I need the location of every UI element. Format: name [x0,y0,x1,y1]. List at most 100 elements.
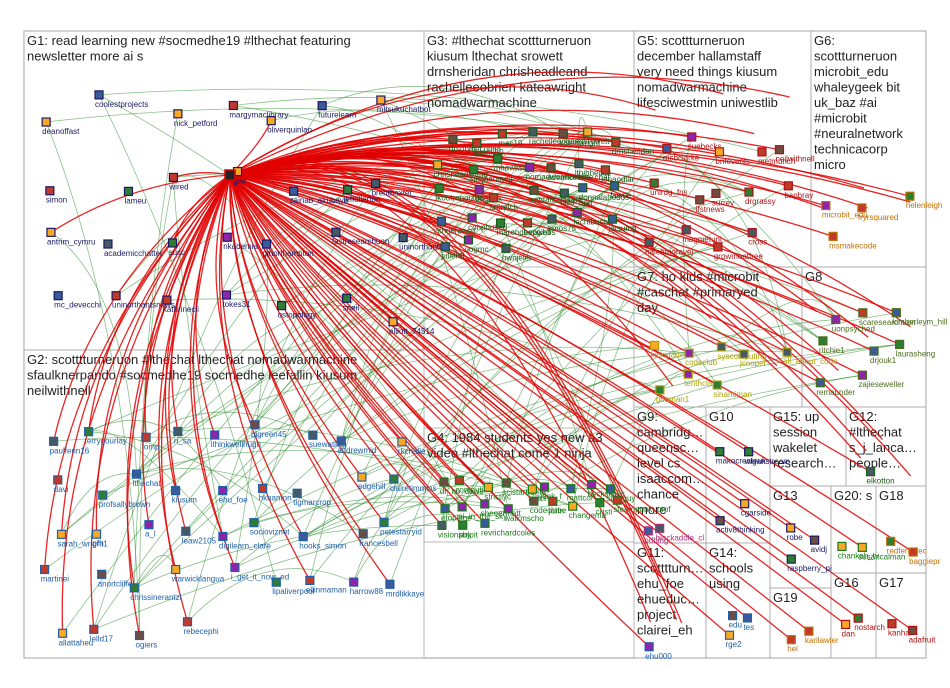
node-martinei[interactable]: martinei [41,566,70,584]
node-terrygourlay[interactable]: terrygourlay [85,428,127,446]
node-a-l[interactable]: a_l [145,521,156,539]
node-drjouk1[interactable]: drjouk1 [870,347,897,365]
node-margymaclibrary[interactable]: margymaclibrary [229,101,288,119]
node-edu[interactable]: edu [729,612,742,630]
node-ellinmaman[interactable]: ellinmaman [306,576,347,594]
node-tes[interactable]: tes [743,614,754,632]
node-petestarryid[interactable]: petestarryid [380,518,422,536]
node-surrey[interactable]: surrey [712,189,734,207]
node-remaunder[interactable]: remaunder [816,379,855,397]
node-cgarside[interactable]: cgarside [741,500,772,518]
node-fechtbuch[interactable]: fechtbuch [573,209,608,227]
node-gbaman1[interactable]: gbaman1 [656,386,690,404]
group-panel-g15: G15: upsessionwakeletresearch… [770,407,846,486]
node-academicchatter[interactable]: academicchatter [104,240,163,258]
node-kathrinecli[interactable]: kathrinecli [163,296,199,314]
node-cross[interactable]: cross [748,229,767,247]
node-avatar [437,217,445,225]
group-title-line: chance [637,487,679,502]
node-futurelearn[interactable]: futurelearn [318,102,356,120]
hub-node[interactable] [225,170,235,180]
node-avatar [740,350,748,358]
node-dan[interactable]: dan [842,620,855,638]
node-rebecephi[interactable]: rebecephi [184,618,219,636]
node-davi[interactable]: davi [54,476,69,494]
node-ritchie1[interactable]: ritchie1 [819,337,845,355]
node-socioviznet[interactable]: socioviznet [250,519,290,537]
node-sinantiman[interactable]: sinantiman [713,381,752,399]
node-edgehill[interactable]: edgehill [358,473,386,491]
node-label: a_l [145,530,156,539]
node-kimberleym-hill[interactable]: kimberleym_hill [892,309,947,327]
node-label: deanoffast [42,127,80,136]
node-label: lawrie [610,191,631,200]
node-tenthclan[interactable]: tenthclan [684,370,716,388]
node-magmetuni[interactable]: magmetuni [682,226,722,244]
node-robe[interactable]: robe [787,524,804,542]
node-lenaodlar[interactable]: lenaodlar [601,166,634,184]
node-elliott-74514[interactable]: elliott_74514 [389,318,435,336]
node-jetsumg[interactable]: jetsumg [607,215,636,233]
node-avidj[interactable]: avidj [811,536,828,554]
node-label: simon [46,196,67,205]
node-simon[interactable]: simon [46,187,67,205]
group-title-line: queensc… [637,440,699,455]
node-avatar [263,240,271,248]
node-avatar [174,110,182,118]
node-ogiers[interactable]: ogiers [136,631,158,649]
node-hel[interactable]: hel [787,636,798,654]
node-zajieseweller[interactable]: zajieseweller [858,371,904,389]
node-bapbray[interactable]: bapbray [784,182,813,200]
node-rge2[interactable]: rge2 [726,631,743,649]
node-msmakecode[interactable]: msmakecode [829,232,877,250]
node-srowett[interactable]: srowett [584,128,611,146]
node-avatar [714,243,722,251]
node-helenleigh[interactable]: helenleigh [906,192,942,210]
node-blackaddle-cl[interactable]: blackaddle_cl [656,524,705,542]
node-label: uogmc [464,245,488,254]
node-nick-petford[interactable]: nick_petford [174,110,218,128]
node-karilawler[interactable]: karilawler [805,627,839,645]
node-oliverquinlan[interactable]: oliverquinlan [267,117,312,135]
node-fryrsquared[interactable]: fryrsquared [858,204,898,222]
node-antrim-cymru[interactable]: antrim_cymru [47,228,95,246]
node-pulpit[interactable]: pulpit [459,521,479,539]
node-clairetimmins[interactable]: clairetimmins [390,475,437,493]
node-chrissinerantzi[interactable]: chrissinerantzi [130,584,181,602]
node-ehu000[interactable]: ehu000 [645,643,672,661]
node-label: wired [168,182,188,191]
node-warwicklangua[interactable]: warwicklangua [171,565,225,583]
node-mrdlikkaye[interactable]: mrdlikkaye [386,580,425,598]
node-adafruit[interactable]: adafruit [909,626,936,644]
node-activ8thinking[interactable]: activ8thinking [716,517,764,535]
group-panel-g11: G11:scotttturn…ehu_foeehueduc…projectcla… [634,543,706,658]
node-neilwithnell[interactable]: neilwithnell [775,146,814,164]
node-harrow88[interactable]: harrow88 [350,578,384,596]
node-leaw2105[interactable]: leaw2105 [182,527,217,545]
node-bjgreen45[interactable]: bjgreen45 [251,421,287,439]
node-label: kathrinecli [163,305,199,314]
node-label: growmeatfree [714,252,763,261]
node-avatar [440,478,448,486]
node-anortcliffe[interactable]: anortcliffe [98,570,133,588]
node-kiusum[interactable]: kiusum [172,487,198,505]
node-sneil[interactable]: sneil [343,294,360,312]
node-avatar [85,428,93,436]
node-lelld17[interactable]: lelld17 [90,625,114,643]
node-avatar [343,294,351,302]
node-unirdg-fns[interactable]: unirdg_fns [650,179,687,197]
node-avatar [386,580,394,588]
node-hwnjeler[interactable]: hwnjeler [502,244,532,262]
node-laurasheng[interactable]: laurasheng [896,340,936,358]
node-allattaheu[interactable]: allattaheu [59,629,94,647]
node-lomp[interactable]: lomp [142,433,160,451]
node-profsallybrown[interactable]: profsallybrown [99,491,151,509]
node-succ[interactable]: succ [169,239,185,257]
node-bnfevents[interactable]: bnfevents [715,148,750,166]
node-nostarch[interactable]: nostarch [854,614,885,632]
node-mc-devecchi[interactable]: mc_devecchi [54,292,101,310]
node-label: mrdlikkaye [386,589,425,598]
node-hooks-simon[interactable]: hooks_simon [299,533,346,551]
node-pfh[interactable]: pfh [93,530,104,548]
node-tigmarcrop[interactable]: tigmarcrop [293,489,331,507]
